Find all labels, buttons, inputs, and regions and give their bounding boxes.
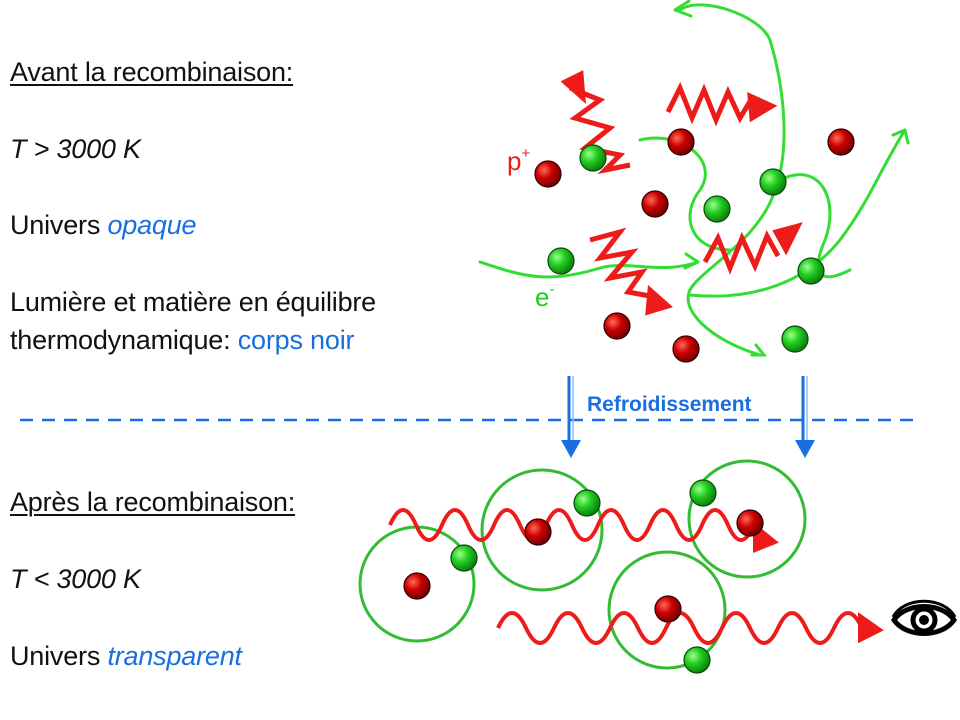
trajectory-arrowhead <box>673 0 693 18</box>
after-state-prefix: Univers <box>10 641 108 671</box>
protons-after <box>403 509 764 623</box>
photon-wave <box>388 508 756 542</box>
electron <box>547 247 575 275</box>
photon-wave <box>702 230 781 275</box>
atom-orbit <box>480 468 604 592</box>
before-state-prefix: Univers <box>10 210 108 240</box>
photon-wave <box>665 81 755 127</box>
electrons-after <box>450 479 717 674</box>
eye-icon <box>890 599 958 636</box>
atom-orbit <box>687 459 807 579</box>
proton <box>534 160 562 188</box>
proton <box>603 312 631 340</box>
photon-arrowhead <box>560 70 587 105</box>
proton <box>736 509 764 537</box>
photon-arrowhead <box>645 284 674 316</box>
equilibrium-line-1: Lumière et matière en équilibre <box>10 287 376 317</box>
electron <box>797 257 825 285</box>
proton <box>524 518 552 546</box>
photons-after <box>388 508 884 645</box>
electron-label: e- <box>535 281 554 312</box>
electron <box>450 544 478 572</box>
before-temperature: T > 3000 K <box>10 134 141 164</box>
trajectory-arrowhead <box>683 252 700 270</box>
after-temperature: T < 3000 K <box>10 564 141 594</box>
proton <box>403 572 431 600</box>
proton <box>654 595 682 623</box>
electron <box>683 646 711 674</box>
photons-before <box>560 70 803 316</box>
electron <box>573 489 601 517</box>
cooling-arrows <box>561 376 815 458</box>
equilibrium-prefix: thermodynamique: <box>10 325 238 355</box>
electron-trajectory <box>478 260 700 279</box>
electron-trajectory <box>688 128 907 298</box>
electrons-before <box>547 144 825 353</box>
after-heading: Après la recombinaison: <box>10 487 296 517</box>
protons-before <box>534 128 855 363</box>
trajectory-arrowhead <box>750 343 768 357</box>
proton <box>667 128 695 156</box>
electron <box>703 195 731 223</box>
after-state: Univers transparent <box>10 640 242 672</box>
atom-orbit <box>607 550 727 670</box>
equilibrium-value: corps noir <box>237 325 355 355</box>
proton <box>827 128 855 156</box>
cooling-arrowhead-right <box>795 440 815 458</box>
electron-trajectory <box>778 173 852 279</box>
proton <box>672 335 700 363</box>
proton <box>641 190 669 218</box>
after-state-value: transparent <box>107 641 242 671</box>
photon-arrowhead <box>858 612 884 644</box>
photon-wave <box>496 611 864 645</box>
before-state-value: opaque <box>107 210 197 240</box>
photon-wave <box>589 227 651 299</box>
electron <box>759 168 787 196</box>
photon-arrowhead <box>747 91 778 123</box>
before-state: Univers opaque <box>10 209 197 241</box>
photon-wave <box>569 85 631 175</box>
cooling-arrowhead-left <box>561 440 581 458</box>
cooling-label: Refroidissement <box>587 393 752 416</box>
equilibrium-line-2: thermodynamique: corps noir <box>10 324 354 356</box>
electron <box>579 144 607 172</box>
proton-label: p+ <box>507 145 530 176</box>
trajectory-arrowhead <box>891 128 910 145</box>
cooling-label-bg <box>584 389 798 417</box>
photon-arrowhead <box>772 222 803 256</box>
electron <box>781 325 809 353</box>
electron <box>689 479 717 507</box>
before-heading: Avant la recombinaison: <box>10 57 294 87</box>
